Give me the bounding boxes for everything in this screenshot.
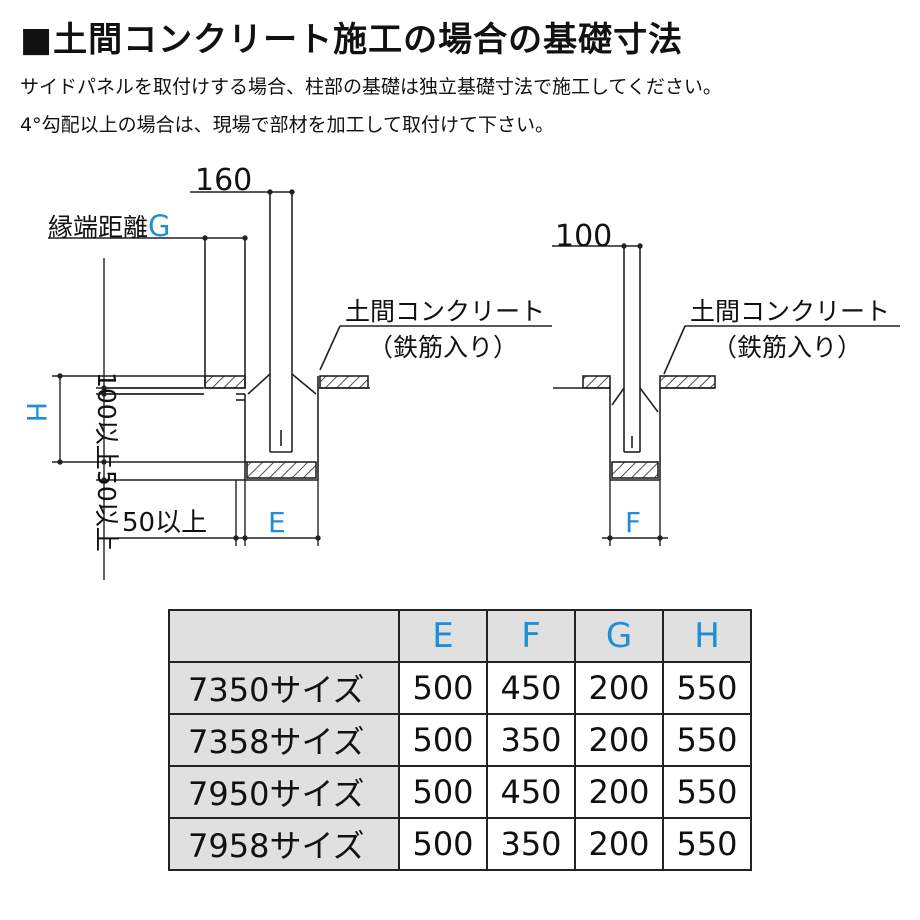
dim-100-min-label: 100以上 [92,372,121,470]
edge-letter-G: G [148,209,170,243]
dim-100-label: 100 [555,219,612,254]
right-rebar-label: （鉄筋入り） [712,333,862,362]
row-label: 7350サイズ [168,661,400,715]
dim-50-min-vertical-label: 50以上 [92,470,121,552]
cell-E: 500 [398,661,488,715]
dim-F-label: F [625,506,641,539]
dim-H-label: H [20,402,51,422]
edge-distance-label: 縁端距離G [48,209,171,243]
page-title: ■土間コンクリート施工の場合の基礎寸法 [20,20,684,60]
cell-G: 200 [574,765,664,819]
cell-F: 450 [486,661,576,715]
left-foundation-section [105,192,552,481]
left-concrete-label: 土間コンクリート [345,297,545,326]
col-header-F: F [486,609,576,663]
table-row: 7358サイズ 500 350 200 550 [168,713,752,767]
row-label: 7958サイズ [168,817,400,871]
cell-E: 500 [398,765,488,819]
cell-H: 550 [662,817,752,871]
row-label: 7950サイズ [168,765,400,819]
right-concrete-label: 土間コンクリート [690,297,890,326]
col-header-H: H [662,609,752,663]
dim-160-label: 160 [195,163,252,198]
row-label: 7358サイズ [168,713,400,767]
cell-G: 200 [574,817,664,871]
table-row: 7958サイズ 500 350 200 550 [168,817,752,871]
cell-H: 550 [662,661,752,715]
col-header-G: G [574,609,664,663]
installation-note: サイドパネルを取付けする場合、柱部の基礎は独立基礎寸法で施工してください。 [20,76,722,98]
cell-F: 350 [486,713,576,767]
table-row: 7350サイズ 500 450 200 550 [168,661,752,715]
right-dimension-lines [552,243,668,546]
cell-H: 550 [662,765,752,819]
cell-F: 450 [486,765,576,819]
dim-50-min-horizontal-label: 50以上 [122,508,207,538]
cell-H: 550 [662,713,752,767]
edge-distance-text: 縁端距離 [48,213,148,242]
col-header-E: E [398,609,488,663]
table-header-row: E F G H [168,609,752,663]
table-row: 7950サイズ 500 450 200 550 [168,765,752,819]
cell-E: 500 [398,713,488,767]
dim-E-label: E [268,506,286,539]
cell-E: 500 [398,817,488,871]
dimension-table: E F G H 7350サイズ 500 450 200 550 7358サイズ … [168,609,752,871]
foundation-diagram: 160 縁端距離G 100以上 H 50以上 50以上 E 土間コンクリート （… [20,163,900,580]
cell-G: 200 [574,713,664,767]
cell-G: 200 [574,661,664,715]
right-foundation-section [553,246,900,481]
table-corner-cell [168,609,400,663]
slope-note: 4°勾配以上の場合は、現場で部材を加工して取付けて下さい。 [20,114,555,136]
left-dimension-lines [48,189,321,580]
cell-F: 350 [486,817,576,871]
left-rebar-label: （鉄筋入り） [368,333,518,362]
